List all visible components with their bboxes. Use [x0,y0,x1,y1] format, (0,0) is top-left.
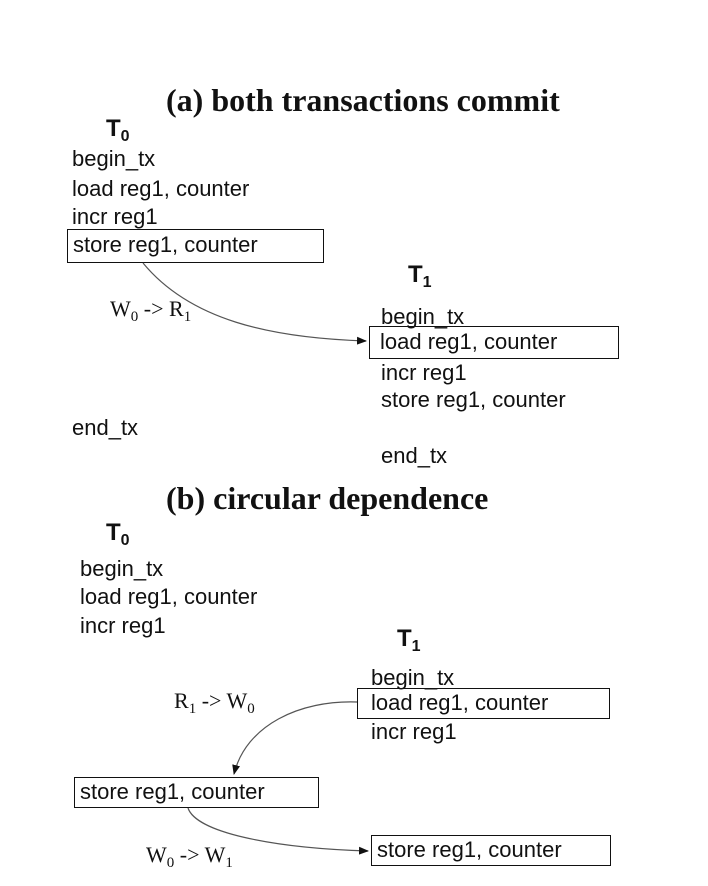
panel-b-dependency-1-label: R1 -> W0 [174,688,255,717]
panel-b-dependency-1-arrow [232,701,358,775]
panel-a-t1-line-load: load reg1, counter [380,329,558,354]
panel-a-dependency-label: W0 -> R1 [110,296,192,325]
panel-b-t1-load-box: load reg1, counter [357,688,610,719]
panel-b-t1-store-box: store reg1, counter [371,835,611,866]
panel-a-t1-line-incr: incr reg1 [381,360,467,385]
panel-a-t0-label: T0 [106,115,130,146]
panel-a-t1-line-store: store reg1, counter [381,387,566,412]
panel-b-dependency-2-arrow [187,807,369,855]
panel-b-t1-line-incr: incr reg1 [371,719,457,744]
panel-b-t1-label: T1 [397,625,421,656]
panel-a-title: (a) both transactions commit [166,82,560,118]
panel-b-t1-line-store: store reg1, counter [377,837,562,862]
panel-a-dependency-arrow [142,262,367,345]
panel-b-title: (b) circular dependence [166,480,489,516]
panel-a-t0-line-begin: begin_tx [72,146,156,171]
panel-a-t0-line-load: load reg1, counter [72,176,250,201]
panel-a-t0-store-box: store reg1, counter [67,229,324,263]
panel-b-t0-line-begin: begin_tx [80,556,164,581]
panel-b-t1-line-begin: begin_tx [371,665,455,690]
panel-b-t0-line-load: load reg1, counter [80,584,258,609]
panel-a-t1-load-box: load reg1, counter [369,326,619,359]
panel-b-t1-line-load: load reg1, counter [371,690,549,715]
panel-b-t0-label: T0 [106,519,130,550]
panel-a-t1-line-begin: begin_tx [381,304,465,329]
panel-a-t0-line-store: store reg1, counter [73,232,258,257]
panel-a-t1-line-end: end_tx [381,443,448,468]
panel-a-t0-line-end: end_tx [72,415,139,440]
panel-b-dependency-2-label: W0 -> W1 [146,842,233,871]
panel-a-t1-label: T1 [408,261,432,292]
panel-b-t0-line-incr: incr reg1 [80,613,166,638]
panel-b-t0-store-box: store reg1, counter [74,777,319,808]
panel-b-t0-line-store: store reg1, counter [80,779,265,804]
panel-a-t0-line-incr: incr reg1 [72,204,158,229]
